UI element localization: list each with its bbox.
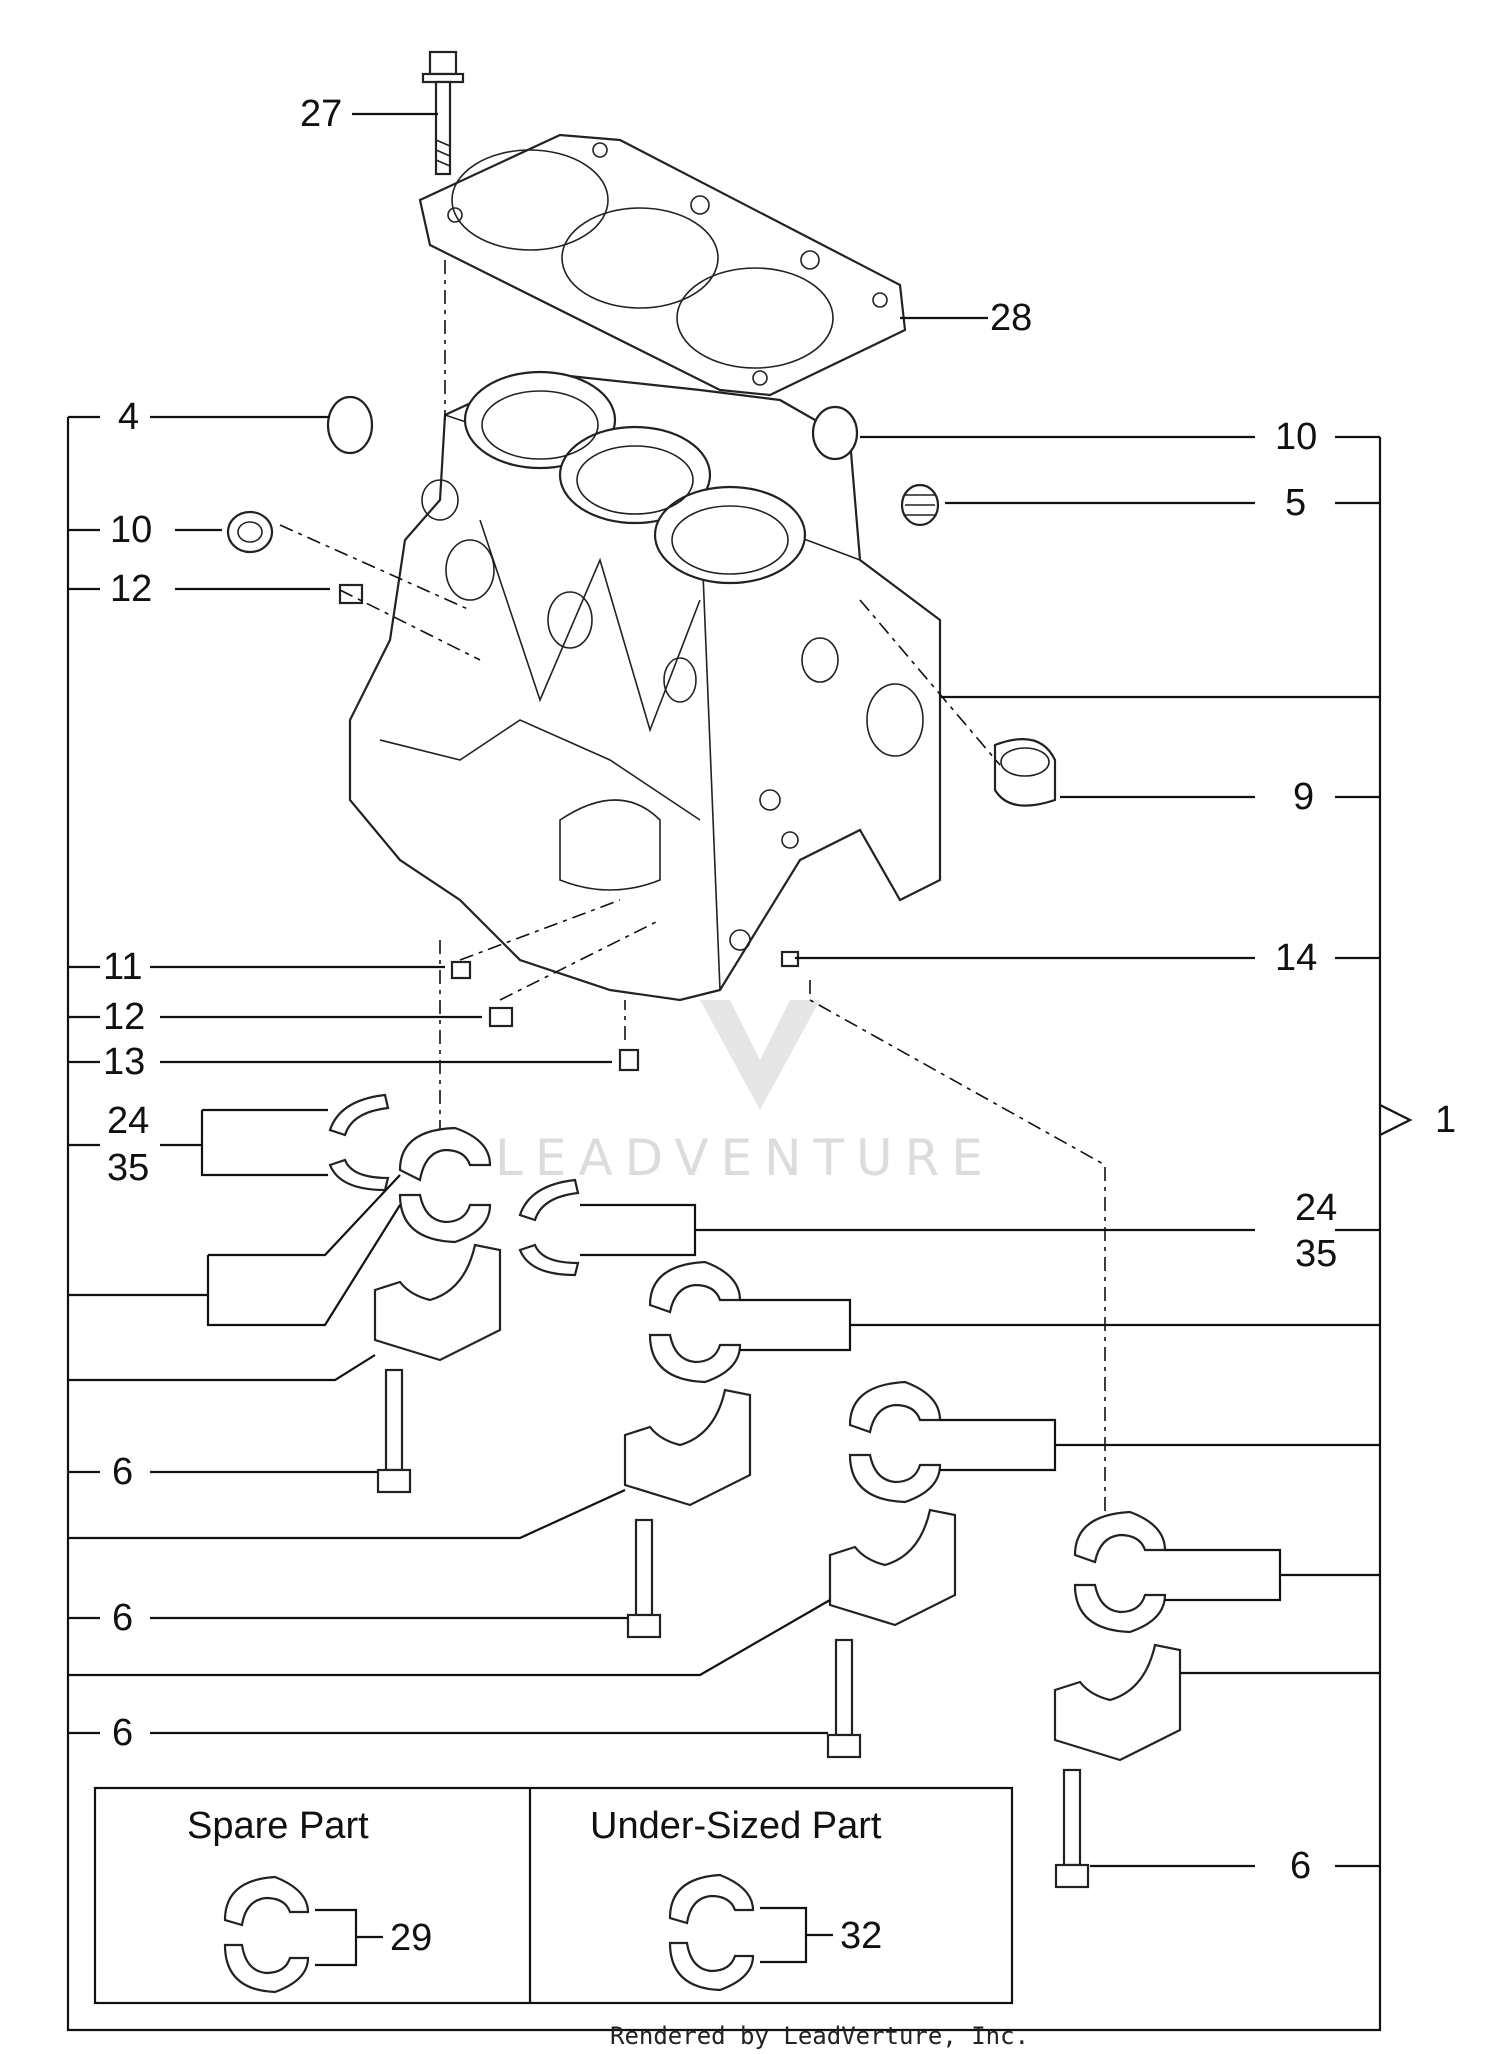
callout-29: 29 (390, 1917, 432, 1959)
legend-boxes: Spare Part 29 Under-Sized Part 32 (93, 1786, 1014, 2005)
bushing-9 (993, 738, 1057, 807)
spare-bearing-icon (223, 1875, 310, 1994)
alignment-lines (279, 260, 1106, 1520)
watermark: LEADVENTURE (495, 1000, 995, 1187)
bearings-and-washers (328, 1093, 1182, 1762)
callout-12-bottom: 12 (103, 996, 145, 1038)
callout-32: 32 (840, 1915, 882, 1957)
head-bolt (421, 50, 465, 176)
plug-4 (326, 395, 374, 455)
outer-bracket-line (66, 417, 1382, 2032)
callout-24-right: 24 (1295, 1187, 1337, 1229)
watermark-text: LEADVENTURE (495, 1129, 995, 1187)
callout-1: 1 (1435, 1099, 1456, 1141)
callout-14: 14 (1275, 937, 1317, 979)
cylinder-block (348, 370, 942, 1002)
callout-11: 11 (103, 946, 142, 988)
undersized-bearing-icon (668, 1873, 755, 1992)
spare-part-title: Spare Part (187, 1805, 369, 1847)
callout-10-left: 10 (110, 509, 152, 551)
callout-27: 27 (300, 93, 342, 135)
callout-4: 4 (118, 396, 139, 438)
callout-35-left: 35 (107, 1147, 149, 1189)
head-gasket (418, 133, 907, 397)
seal-10-left (226, 510, 274, 554)
under-sized-part-title: Under-Sized Part (590, 1805, 882, 1847)
callout-13: 13 (103, 1041, 145, 1083)
callout-12-top: 12 (110, 568, 152, 610)
callout-6-b: 6 (112, 1597, 133, 1639)
undersized-bracket (760, 1906, 833, 1964)
legend-frame (93, 1786, 1014, 2005)
bracket-point (1379, 1104, 1413, 1136)
watermark-logo-icon (700, 1000, 820, 1110)
callout-6-d: 6 (1290, 1845, 1311, 1887)
callout-6-c: 6 (112, 1712, 133, 1754)
spare-bracket (315, 1908, 383, 1967)
callouts: 27 28 4 10 5 10 12 9 11 14 12 13 1 24 35… (103, 93, 1456, 1887)
callout-5: 5 (1285, 482, 1306, 524)
render-credit: Rendered by LeadVerture, Inc. (610, 2022, 1029, 2049)
plug-10-right (811, 405, 859, 461)
cap-bolts (376, 1368, 1090, 1889)
plug-13 (618, 1048, 640, 1072)
plug-12-top (338, 583, 364, 605)
callout-24-left: 24 (107, 1100, 149, 1142)
assembly-bracket (66, 417, 1413, 2032)
callout-35-right: 35 (1295, 1233, 1337, 1275)
small-parts (226, 395, 1057, 1072)
callout-28: 28 (990, 297, 1032, 339)
callout-9: 9 (1293, 776, 1314, 818)
callout-10-right: 10 (1275, 416, 1317, 458)
plug-12-bottom (488, 1006, 514, 1028)
plug-11 (450, 960, 472, 980)
callout-6-a: 6 (112, 1451, 133, 1493)
leader-lines (68, 112, 1380, 1868)
